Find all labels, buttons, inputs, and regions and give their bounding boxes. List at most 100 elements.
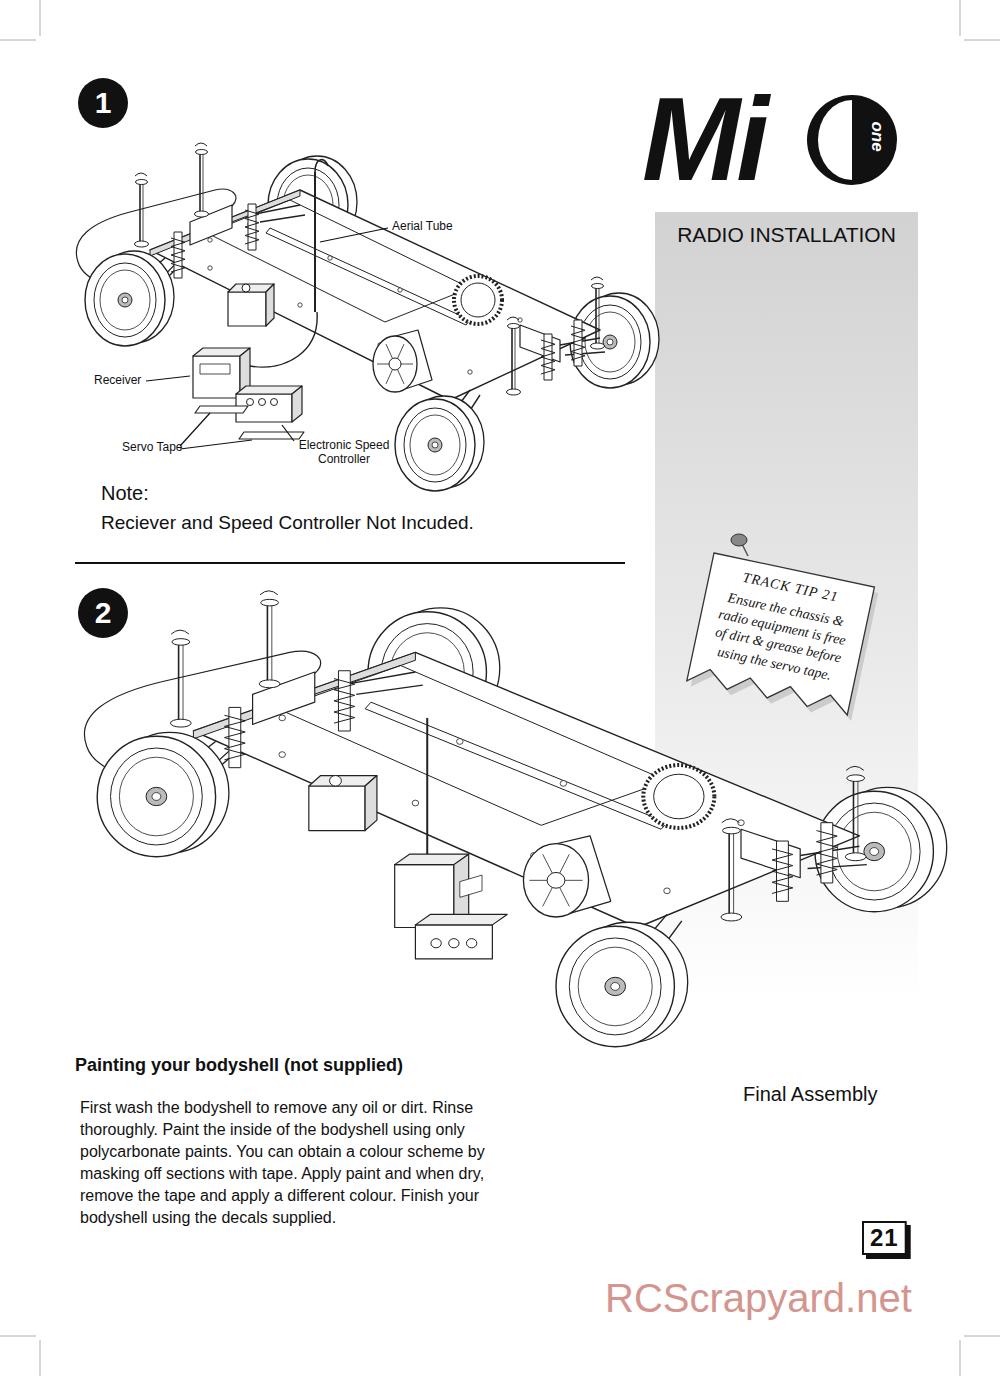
wheel	[85, 251, 174, 346]
post-cap	[136, 180, 148, 185]
note-paper	[687, 553, 875, 715]
rim-inner	[119, 757, 193, 836]
esc-hole	[449, 939, 459, 948]
step-number: 1	[78, 78, 128, 128]
shock-tower	[253, 672, 315, 724]
chassis-hole	[279, 715, 286, 721]
servo-tape	[195, 406, 248, 413]
hub-nut	[870, 848, 879, 856]
chassis-hole	[208, 238, 212, 242]
rim	[569, 938, 661, 1035]
body-clip	[591, 277, 603, 280]
chassis-hole	[279, 752, 286, 758]
post-base	[721, 913, 742, 921]
esc-holes	[247, 399, 278, 406]
body-post	[267, 603, 269, 684]
hub	[603, 335, 617, 349]
step-circle	[78, 588, 128, 638]
body-clip	[195, 143, 207, 146]
receiver-box	[193, 356, 240, 398]
section-title: RADIO INSTALLATION	[655, 222, 918, 247]
spur-gear	[643, 765, 714, 828]
servo-horn	[330, 776, 342, 786]
aerial-tip	[315, 160, 328, 172]
body-post	[595, 286, 597, 346]
chassis-hole	[738, 820, 745, 826]
rim-inner	[410, 415, 460, 475]
chassis-hole	[328, 256, 332, 260]
rim	[111, 748, 203, 845]
part-label: Aerial Tube	[392, 219, 453, 233]
leader-lines	[146, 228, 388, 449]
chassis-plate	[150, 190, 600, 400]
hub-nut	[611, 983, 620, 991]
servo	[309, 786, 365, 831]
part-label: Electronic Speed Controller	[294, 438, 394, 467]
rim-inner	[578, 947, 652, 1026]
post-cap	[592, 284, 604, 289]
esc-side	[292, 386, 302, 422]
chassis-holes	[235, 694, 774, 894]
chassis-slot	[365, 702, 667, 829]
body-post	[515, 326, 516, 392]
rim-inner	[100, 270, 150, 330]
logo-circle	[807, 95, 897, 185]
post-base	[259, 680, 280, 688]
section-heading: Painting your bodyshell (not supplied)	[75, 1055, 403, 1077]
body-paragraph: First wash the bodyshell to remove any o…	[80, 1097, 490, 1229]
post-cap	[261, 599, 279, 606]
leader-line	[282, 425, 294, 441]
aerial-wire	[250, 312, 317, 367]
body-post	[139, 182, 141, 244]
crop-mark	[964, 40, 1000, 41]
body-post	[199, 152, 201, 214]
crop-mark	[0, 1336, 36, 1337]
step-number-text: 1	[78, 78, 128, 128]
tyre	[815, 791, 933, 912]
note-heading: Note:	[101, 481, 149, 505]
body-post	[728, 831, 730, 917]
leader-line	[146, 376, 190, 381]
crop-mark	[40, 0, 41, 36]
figure-caption: Final Assembly	[743, 1082, 878, 1106]
note-text: Reciever and Speed Controller Not Incude…	[101, 512, 474, 535]
post-base	[845, 853, 866, 861]
part-label: Receiver	[94, 373, 141, 387]
post-base	[195, 211, 209, 217]
hub	[605, 977, 626, 995]
crop-mark	[964, 1336, 1000, 1337]
crop-mark	[960, 1340, 961, 1376]
rim	[828, 803, 920, 900]
page-number-box	[863, 1222, 906, 1254]
hub-nut	[152, 793, 161, 801]
hub	[428, 438, 442, 452]
body-post	[183, 642, 184, 723]
esc-hole	[466, 939, 476, 948]
shock-spring	[571, 326, 585, 360]
shock-spring	[245, 210, 259, 244]
rim-inner	[837, 812, 911, 891]
part-label: Servo Tape	[122, 440, 183, 454]
chassis-hole	[298, 303, 302, 307]
body-clip	[722, 819, 740, 823]
tyre	[85, 254, 165, 346]
motor-vents	[529, 854, 582, 906]
shock-spring	[224, 715, 245, 760]
motor-bearing	[389, 358, 401, 370]
shock-tower	[190, 205, 232, 245]
post-cap	[723, 827, 741, 834]
rim	[94, 263, 156, 337]
shock-tower	[741, 829, 800, 877]
servo-side	[365, 776, 377, 831]
pin-needle	[742, 544, 748, 556]
esc-hole	[271, 399, 278, 406]
post-base	[135, 241, 149, 247]
spur-gear	[454, 276, 502, 324]
leader-line	[320, 228, 388, 242]
post-base	[170, 719, 191, 727]
watermark: RCScrapyard.net	[605, 1274, 912, 1322]
step-number: 2	[78, 588, 128, 638]
shock-spring	[334, 679, 355, 724]
separator-rule	[75, 562, 625, 564]
body-post	[853, 778, 855, 857]
